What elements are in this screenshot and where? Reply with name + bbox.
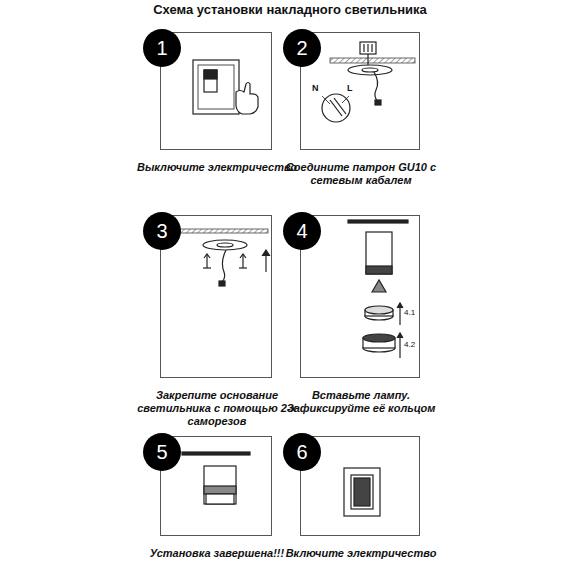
step-number: 5 [143,433,181,471]
step-caption: Закрепите основание светильника с помощь… [132,389,302,428]
step-panel: Включите электричество6 [300,436,420,536]
step-number-text: 5 [156,441,167,464]
step-caption: Включите электричество [276,547,446,560]
step-number: 6 [283,433,321,471]
step-number: 2 [283,29,321,67]
step-panel: Вставьте лампу. Зафиксируйте её кольцом4 [300,215,420,378]
step-number-text: 2 [296,37,307,60]
step-number: 1 [143,29,181,67]
diagram-title: Схема установки накладного светильника [0,2,580,17]
step-panel: Закрепите основание светильника с помощь… [160,215,272,378]
step-panel: Установка завершена!!!5 [160,436,272,536]
step-panel: Выключите электричество1 [160,32,272,150]
callout-label: 4.1 [404,308,415,317]
step-number: 3 [143,212,181,250]
step-number-text: 6 [296,441,307,464]
callout-label: L [347,84,353,93]
step-caption: Установка завершена!!! [132,547,302,560]
step-number-text: 4 [296,220,307,243]
callout-label: N [312,84,319,93]
step-caption: Соедините патрон GU10 с сетевым кабалем [276,161,446,187]
step-caption: Выключите электричество [132,161,302,174]
callout-label: 4.2 [404,340,415,349]
step-number: 4 [283,212,321,250]
step-caption: Вставьте лампу. Зафиксируйте её кольцом [276,389,446,415]
step-number-text: 1 [156,37,167,60]
step-number-text: 3 [156,220,167,243]
